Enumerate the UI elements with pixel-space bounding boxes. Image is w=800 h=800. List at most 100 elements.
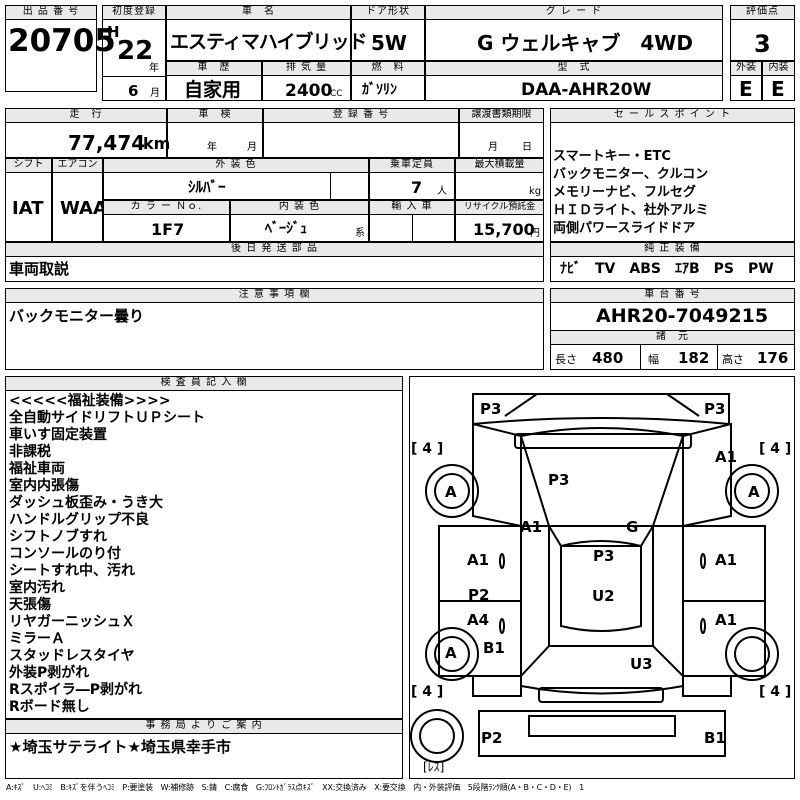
- sales-point: バックモニター、クルコン: [553, 167, 709, 182]
- lot-number: 20705: [8, 23, 116, 59]
- spec-length: 480: [592, 349, 624, 367]
- damage-mark: P2: [481, 729, 503, 747]
- notes-header: 注 意 事 項 欄: [5, 288, 544, 303]
- spec-width: 182: [678, 349, 710, 367]
- inspector-note: リヤガーニッシュＸ: [9, 614, 135, 630]
- inspector-note: 室内内張傷: [9, 478, 79, 494]
- inspector-note: シートすれ中、汚れ: [9, 563, 135, 579]
- chassis-header: 車 台 番 号: [550, 288, 795, 303]
- damage-mark: A1: [715, 611, 738, 629]
- damage-mark: A1: [715, 551, 738, 569]
- recycle-unit: 円: [530, 228, 540, 239]
- reg-no-header: 登 録 番 号: [263, 108, 459, 123]
- specs-header: 諸 元: [550, 330, 795, 345]
- km-unit: km: [143, 134, 171, 153]
- inspector-note: ミラーＡ: [9, 631, 65, 647]
- transfer-day-unit: 日: [522, 142, 532, 153]
- damage-mark: P2: [468, 586, 490, 604]
- ext-color-header: 外 装 色: [103, 158, 369, 173]
- grade: G ウェルキャブ 4WD: [477, 31, 693, 55]
- tire-depth: [ 4 ]: [759, 441, 792, 457]
- era-letter: H: [107, 23, 120, 41]
- history-header: 車 歴: [166, 61, 262, 76]
- shift-header: シフト: [5, 158, 52, 173]
- spec-height-label: 高さ: [722, 353, 744, 366]
- exterior-grade: E: [739, 77, 753, 101]
- inspector-note: 外装P剥がれ: [9, 665, 90, 681]
- inspector-note: ダッシュ板歪み・うき大: [9, 495, 163, 511]
- month-unit: 月: [150, 88, 160, 99]
- inspection-year-unit: 年: [207, 142, 217, 153]
- inspector-note: 車いす固定装置: [9, 427, 107, 443]
- fuel-header: 燃 料: [351, 61, 425, 76]
- tire-mark: A: [445, 483, 457, 501]
- import-divider: [412, 215, 413, 242]
- equipment-list: ﾅﾋﾞ TV ABS ｴｱB PS PW: [560, 261, 774, 277]
- office-note: ★埼玉サテライト★埼玉県幸手市: [9, 738, 231, 756]
- damage-mark: A1: [467, 551, 490, 569]
- first-reg-year: 22: [117, 36, 154, 66]
- specs-divider-2: [717, 345, 718, 370]
- damage-mark: P3: [480, 400, 502, 418]
- exterior-header: 外装: [730, 61, 762, 76]
- inspector-note: 福祉車両: [9, 461, 65, 477]
- transfer-header: 譲渡書類期限: [459, 108, 544, 123]
- damage-diagram-box: [409, 376, 795, 779]
- damage-mark: U3: [630, 655, 653, 673]
- damage-mark: A1: [715, 448, 738, 466]
- office-header: 事 務 局 よ り ご 案 内: [5, 719, 403, 734]
- transfer-month-unit: 月: [488, 142, 498, 153]
- tire-mark: A: [748, 483, 760, 501]
- model-code-header: 型 式: [425, 61, 723, 76]
- sales-point: スマートキー・ETC: [553, 149, 671, 164]
- damage-mark: P3: [548, 471, 570, 489]
- damage-mark: G: [626, 518, 639, 536]
- door-header: ドア形状: [351, 5, 425, 20]
- score-header: 評価点: [730, 5, 795, 20]
- reg-divider: [102, 76, 166, 77]
- inspector-note: 天張傷: [9, 597, 51, 613]
- capacity-header: 乗車定員: [369, 158, 455, 173]
- first-reg-month: 6: [128, 82, 139, 100]
- damage-mark: P3: [704, 400, 726, 418]
- notes-text: バックモニター曇り: [9, 307, 145, 325]
- interior-grade: E: [771, 77, 785, 101]
- sales-point: メモリーナビ、フルセグ: [553, 185, 697, 200]
- damage-mark: B1: [483, 639, 505, 657]
- damage-mark: B1: [704, 729, 726, 747]
- damage-mark: P3: [593, 547, 615, 565]
- interior-header: 内装: [762, 61, 795, 76]
- later-parts: 車両取説: [9, 260, 70, 278]
- car-diagram: [410, 393, 779, 763]
- spare-tire-label: [ﾚｽ]: [423, 760, 445, 774]
- inspector-note: スタッドレスタイヤ: [9, 648, 135, 664]
- displacement: 2400: [285, 81, 333, 101]
- tire-depth: [ 4 ]: [411, 684, 444, 700]
- tire-depth: [ 4 ]: [411, 441, 444, 457]
- recycle-fee: 15,700: [473, 220, 535, 239]
- inspector-note: Rスポイラ―P剥がれ: [9, 682, 143, 698]
- fuel: ｶﾞｿﾘﾝ: [362, 82, 397, 98]
- car-name: エスティマハイブリッド: [170, 31, 367, 53]
- damage-mark: U2: [592, 587, 615, 605]
- sales-points-header: セ ー ル ス ポ イ ン ト: [550, 108, 795, 123]
- ext-color: ｼﾙﾊﾞｰ: [188, 178, 226, 196]
- ac-header: エアコン: [52, 158, 103, 173]
- inspector-note: <<<<<福祉装備>>>>: [9, 393, 171, 409]
- spec-length-label: 長さ: [555, 353, 577, 366]
- import-header: 輸 入 車: [369, 200, 455, 215]
- later-parts-header: 後 日 発 送 部 品: [5, 242, 544, 257]
- inspector-notes: <<<<<福祉装備>>>> 全自動サイドリフトＵＰシート 車いす固定装置 非課税…: [9, 393, 399, 716]
- cc-unit: CC: [330, 89, 343, 99]
- inspector-note: シフトノブすれ: [9, 529, 107, 545]
- legend: A:ｷｽﾞ U:ﾍｺﾐ B:ｷｽﾞを伴うﾍｺﾐ P:要塗装 W:補修跡 S:錆 …: [6, 783, 584, 792]
- damage-mark: A1: [520, 518, 543, 536]
- recycle-header: リサイクル預託金: [455, 200, 544, 215]
- spec-width-label: 幅: [648, 353, 659, 366]
- car-name-header: 車 名: [166, 5, 351, 20]
- spec-height: 176: [757, 349, 789, 367]
- inspector-note: Rボード無し: [9, 699, 90, 715]
- int-color: ﾍﾞｰｼﾞｭ: [265, 221, 307, 237]
- capacity-unit: 人: [437, 186, 447, 197]
- int-color-header: 内 装 色: [230, 200, 369, 215]
